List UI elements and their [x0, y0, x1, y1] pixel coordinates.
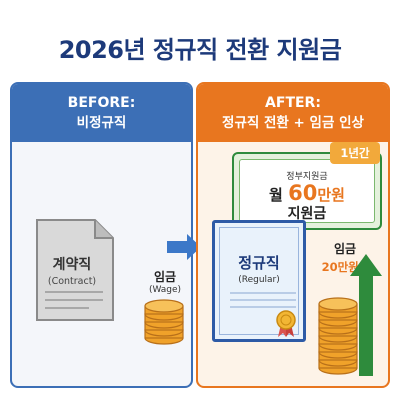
subsidy-caption: 정부지원금 — [286, 172, 328, 182]
wage-label: 임금 — [153, 270, 177, 284]
before-panel: BEFORE: 비정규직 계약직 (Contract) 임금 (Wage) — [10, 82, 193, 388]
coin-stack-icon — [316, 280, 360, 380]
duration-badge: 1년간 — [330, 142, 380, 164]
subsidy-amount: 월 60만원 — [240, 182, 374, 206]
certificate-sublabel: (Regular) — [238, 275, 280, 285]
seal-icon — [274, 310, 298, 342]
coin-stack-icon — [142, 296, 186, 350]
certificate-title: 정규직 — [238, 254, 280, 272]
after-header-subtitle: 정규직 전환 + 임금 인상 — [222, 115, 364, 131]
after-panel: AFTER: 정규직 전환 + 임금 인상 정부지원금 월 60만원 지원금 1… — [196, 82, 390, 388]
wage-before: 임금 (Wage) — [140, 268, 190, 295]
certificate-icon: 정규직 (Regular) — [212, 220, 306, 342]
wage-after-label: 임금 — [333, 242, 357, 256]
arrow-up-icon — [350, 254, 382, 380]
contract-sublabel: (Contract) — [47, 276, 97, 287]
after-header: AFTER: 정규직 전환 + 임금 인상 — [198, 84, 388, 142]
contract-label: 계약직 — [52, 257, 92, 273]
subsidy-label: 지원금 — [287, 206, 327, 222]
subsidy-number: 60 — [288, 181, 318, 205]
subsidy-unit: 만원 — [317, 186, 345, 204]
subsidy-prefix: 월 — [269, 186, 283, 204]
after-header-title: AFTER: — [265, 95, 321, 111]
before-header-title: BEFORE: — [67, 95, 136, 111]
page-title: 2026년 정규직 전환 지원금 — [58, 36, 342, 64]
arrow-right-icon — [167, 232, 203, 266]
contract-document-icon: 계약직 (Contract) — [33, 216, 121, 324]
before-header: BEFORE: 비정규직 — [12, 84, 191, 142]
certificate-lines — [230, 292, 296, 313]
before-header-subtitle: 비정규직 — [76, 115, 127, 131]
wage-sublabel: (Wage) — [148, 285, 182, 295]
subsidy-card: 정부지원금 월 60만원 지원금 — [232, 152, 382, 230]
